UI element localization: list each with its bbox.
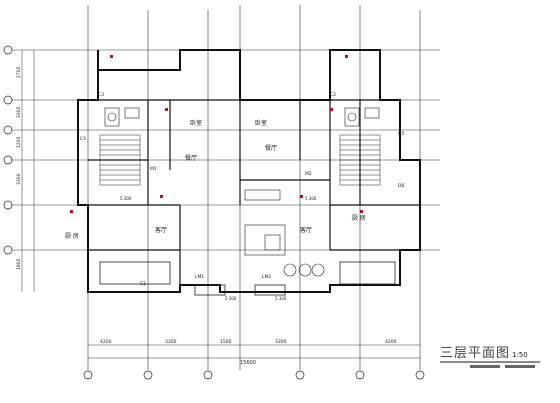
left-dimensions: 2700 3300 1200 3300 1800 [16, 66, 22, 270]
bottom-dimension-lines [88, 344, 420, 359]
living-room-furniture [244, 189, 325, 277]
dimension-label: 1500 [220, 339, 232, 345]
room-label-kitchen-right: 厨 房 [352, 214, 366, 222]
drawing-scale: 1:50 [512, 351, 528, 359]
level-text: 5.300 [120, 196, 132, 201]
level-markers [70, 55, 363, 213]
room-label-dining-right: 餐厅 [265, 144, 277, 152]
opening-code: M2 [305, 171, 312, 177]
balconies [99, 261, 396, 296]
dimension-label: 3300 [165, 339, 177, 345]
right-stair [339, 134, 381, 186]
dimension-label: 4200 [385, 339, 397, 345]
left-dimension-lines [21, 50, 35, 292]
opening-code: M1 [150, 166, 157, 172]
bathroom-fixtures [104, 107, 380, 127]
dimension-label: 2700 [16, 66, 22, 78]
opening-code: LM2 [262, 274, 271, 280]
opening-code: D6 [398, 183, 404, 189]
room-label-living-right: 客厅 [300, 226, 312, 234]
left-axis-bubbles [3, 45, 13, 255]
bottom-axis-bubbles [83, 370, 425, 380]
opening-code: C1 [140, 281, 146, 287]
outer-walls [77, 49, 421, 293]
level-text: 5.300 [225, 296, 237, 301]
room-label-bedroom: 卧室 [190, 119, 202, 127]
level-text: 5.300 [275, 296, 287, 301]
room-label-living: 客厅 [155, 226, 167, 234]
vertical-grid-lines [87, 5, 421, 370]
dimension-label: 1200 [16, 136, 22, 148]
title-underline [440, 361, 540, 368]
dimension-label: 1800 [16, 258, 22, 270]
opening-code: C2 [330, 92, 336, 98]
total-dimension: 15600 [240, 360, 256, 366]
dimension-label: 3300 [16, 173, 22, 185]
room-label-dining: 餐厅 [185, 154, 197, 162]
drawing-title: 三层平面图 [440, 346, 510, 361]
level-texts: 5.300 5.300 5.300 5.300 [120, 196, 317, 301]
opening-code: C4 [80, 136, 86, 142]
room-label-bedroom-right: 卧室 [255, 119, 267, 127]
dimension-label: 3300 [275, 339, 287, 345]
dimension-label: 4200 [100, 339, 112, 345]
interior-walls [88, 99, 420, 285]
room-label-kitchen: 厨 房 [65, 232, 79, 240]
opening-code: C3 [98, 92, 104, 98]
dimension-label: 3300 [16, 106, 22, 118]
level-text: 5.300 [305, 196, 317, 201]
opening-code: LM1 [195, 274, 204, 280]
bottom-dimensions: 4200 3300 1500 3300 4200 [100, 339, 397, 345]
left-stair [99, 134, 141, 186]
opening-code: D5 [398, 131, 404, 137]
